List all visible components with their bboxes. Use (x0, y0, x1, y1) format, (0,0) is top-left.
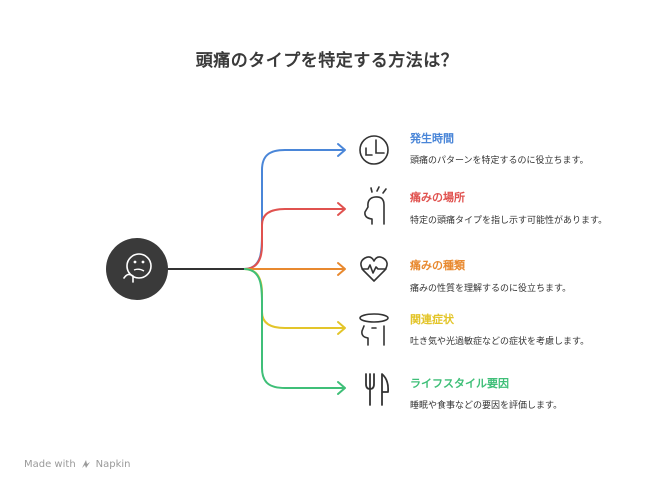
dizzy-head-icon (359, 313, 389, 346)
arrowhead-4 (337, 321, 346, 335)
item-title-symptoms: 関連症状 (410, 313, 454, 326)
made-with-label: Made with (24, 458, 76, 470)
thinking-face-icon (106, 238, 168, 300)
arrowhead-5 (337, 381, 346, 395)
item-desc-pain-location: 特定の頭痛タイプを指し示す可能性があります。 (410, 216, 608, 226)
heart-pulse-icon (360, 256, 388, 282)
branch-line-2 (243, 208, 344, 270)
item-title-pain-location: 痛みの場所 (410, 191, 465, 204)
item-title-lifestyle: ライフスタイル要因 (410, 377, 509, 390)
item-desc-symptoms: 吐き気や光過敏症などの症状を考慮します。 (410, 337, 590, 347)
fork-knife-icon (365, 373, 390, 406)
item-desc-lifestyle: 睡眠や食事などの要因を評価します。 (410, 401, 563, 411)
arrowhead-3 (337, 262, 346, 276)
arrowhead-2 (337, 202, 346, 216)
head-profile-icon (364, 186, 387, 225)
item-title-onset-time: 発生時間 (410, 132, 454, 145)
item-desc-onset-time: 頭痛のパターンを特定するのに役立ちます。 (410, 156, 589, 166)
diagram-title: 頭痛のタイプを特定する方法は？ (195, 51, 459, 71)
footer-attribution[interactable]: Made with Napkin (24, 458, 131, 470)
branch-line-5 (243, 268, 344, 389)
arrowhead-1 (337, 143, 346, 157)
item-title-pain-type: 痛みの種類 (410, 259, 465, 272)
item-desc-pain-type: 痛みの性質を理解するのに役立ちます。 (410, 284, 572, 294)
napkin-logo-icon (81, 460, 90, 468)
clock-icon (359, 135, 389, 165)
napkin-brand-label: Napkin (95, 458, 131, 470)
